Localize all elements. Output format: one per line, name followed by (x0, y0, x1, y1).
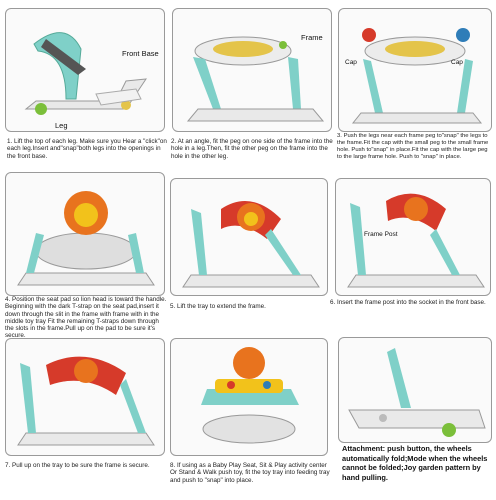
step-1-caption: 1. Lift the top of each leg. Make sure y… (7, 138, 167, 160)
step-1-illustration: Front Base Leg (5, 8, 165, 132)
cap-right-label: Cap (451, 59, 463, 66)
frame-post-label: Frame Post (364, 231, 398, 238)
step-6-illustration: Frame Post (335, 178, 491, 296)
step-8-caption: 8. If using as a Baby Play Seat, Sit & P… (170, 462, 330, 484)
step-6-caption: 6. Insert the frame post into the socket… (330, 299, 486, 306)
step-2-caption: 2. At an angle, fit the peg on one side … (171, 138, 333, 160)
attachment-note: Attachment: push button, the wheels auto… (342, 444, 488, 482)
frame-label: Frame (301, 33, 323, 42)
step-7-caption: 7. Pull up on the tray to be sure the fr… (5, 462, 150, 469)
step-4-caption: 4. Position the seat pad so lion head is… (5, 296, 167, 340)
leg-label: Leg (55, 121, 68, 130)
attachment-illustration (338, 337, 492, 443)
step-2-illustration: Frame (172, 8, 332, 132)
front-base-label: Front Base (122, 49, 159, 58)
step-5-caption: 5. Lift the tray to extend the frame. (170, 303, 266, 310)
step-4-illustration (5, 172, 165, 296)
step-3-caption: 3. Push the legs near each frame peg to"… (337, 133, 489, 160)
cap-left-label: Cap (345, 59, 357, 66)
step-7-illustration (5, 338, 165, 456)
step-8-illustration (170, 338, 328, 456)
step-5-illustration (170, 178, 328, 296)
step-3-illustration: Cap Cap (338, 8, 492, 132)
